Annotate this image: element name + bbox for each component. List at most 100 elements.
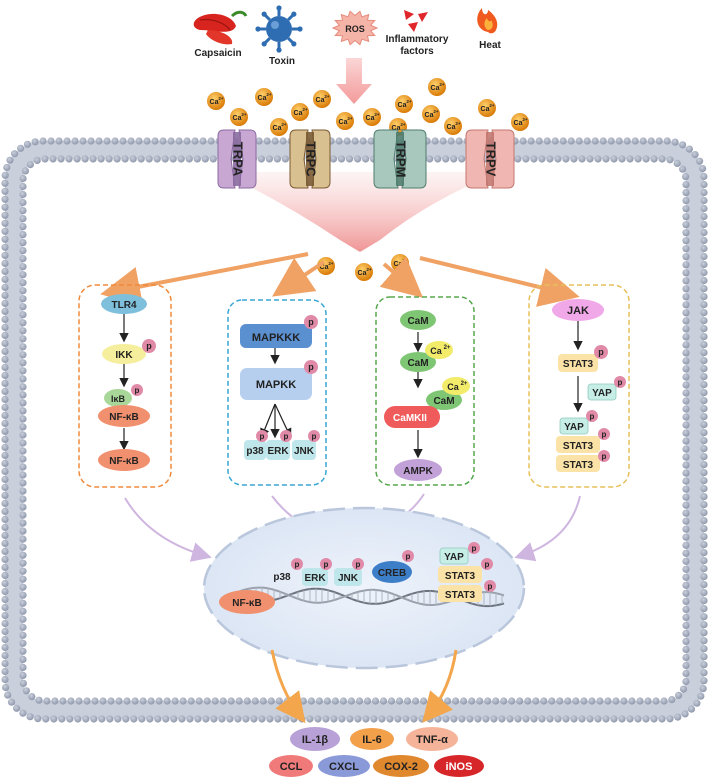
svg-text:Ca: Ca — [394, 261, 403, 268]
cam-bound-label: CaM — [407, 358, 428, 369]
nucleus-jnk-node — [334, 568, 362, 586]
nucleus-stat3-a-node — [438, 566, 482, 583]
channel-trpv: TRPV — [465, 129, 515, 189]
svg-text:p: p — [135, 386, 140, 395]
svg-text:2+: 2+ — [461, 381, 468, 387]
toxin-icon — [255, 5, 303, 53]
phospho-mapkkk: p — [304, 315, 318, 329]
phospho-erk: p — [280, 430, 292, 442]
phospho-stat3-b: p — [598, 450, 610, 462]
stimulus-arrow — [336, 58, 372, 104]
inos-node — [434, 755, 484, 777]
svg-text:2+: 2+ — [281, 122, 287, 127]
svg-text:p: p — [308, 362, 314, 372]
jnk-label: JNK — [294, 446, 315, 457]
svg-text:p: p — [260, 432, 265, 441]
svg-text:Ca: Ca — [366, 115, 375, 122]
nucleus-phospho-stat3-b: p — [484, 580, 496, 592]
svg-text:2+: 2+ — [444, 345, 451, 351]
nucleus-phospho-stat3-a: p — [481, 558, 493, 570]
tnfa-label: TNF-α — [416, 734, 448, 746]
channel-trpa: TRPA — [217, 129, 257, 189]
svg-text:2+: 2+ — [324, 94, 330, 99]
svg-text:TRPV: TRPV — [484, 142, 499, 177]
svg-text:2+: 2+ — [347, 116, 353, 121]
camkii-label: CaMKII — [393, 413, 427, 424]
il6-node — [350, 728, 394, 750]
channel-trpc: TRPC — [289, 129, 331, 189]
jak-pathway-box — [528, 284, 630, 488]
heat-label: Heat — [479, 40, 501, 51]
cam-pathway-box — [375, 296, 475, 486]
cam-bound-label-2: CaM — [433, 396, 454, 407]
phospho-p38: p — [256, 430, 268, 442]
creb-label: CREB — [378, 568, 406, 579]
ccl-label: CCL — [280, 761, 303, 773]
nucleus-stat3-b-label: STAT3 — [445, 590, 476, 601]
inflammatory-factors-icon — [404, 10, 428, 32]
stat3-dimer-a-label: STAT3 — [563, 441, 594, 452]
toxin-label: Toxin — [269, 56, 295, 67]
phospho-ikb: p — [131, 384, 143, 396]
nfkb-node — [98, 449, 150, 471]
jak-label: JAK — [567, 305, 589, 317]
erk-label: ERK — [267, 446, 289, 457]
svg-text:2+: 2+ — [400, 122, 406, 127]
cam-bound-node — [400, 352, 436, 372]
inflammatory-label-line2: factors — [400, 46, 434, 57]
nfkb-complex-label: NF-κB — [109, 412, 138, 423]
heat-icon — [477, 8, 498, 34]
mapk-pathway-box — [227, 299, 327, 486]
svg-text:2+: 2+ — [266, 92, 272, 97]
ampk-node — [394, 459, 442, 481]
stat3-dimer-b-label: STAT3 — [563, 460, 594, 471]
svg-text:p: p — [308, 317, 314, 327]
stat3-label: STAT3 — [563, 359, 594, 370]
ros-icon — [331, 10, 379, 46]
svg-text:2+: 2+ — [439, 82, 445, 87]
svg-text:Ca: Ca — [339, 119, 348, 126]
capsaicin-icon — [193, 10, 248, 45]
svg-text:Ca: Ca — [273, 125, 282, 132]
svg-text:2+: 2+ — [241, 112, 247, 117]
svg-text:p: p — [406, 552, 411, 561]
nucleus-stat3-b-node — [438, 585, 482, 602]
creb-node — [372, 561, 412, 583]
jnk-node — [292, 440, 316, 460]
svg-text:2+: 2+ — [522, 117, 528, 122]
svg-text:p: p — [284, 432, 289, 441]
phospho-ikk: p — [142, 339, 156, 353]
svg-text:Ca: Ca — [430, 346, 442, 356]
svg-text:p: p — [598, 347, 604, 357]
mapkk-label: MAPKK — [256, 379, 296, 391]
cam-bound-node-2 — [426, 390, 462, 410]
calcium-influx-funnel — [220, 172, 500, 252]
svg-text:TRPM: TRPM — [394, 141, 409, 178]
svg-text:Ca: Ca — [392, 125, 401, 132]
mapkkk-node — [240, 324, 312, 348]
svg-text:Ca: Ca — [258, 95, 267, 102]
cxcl-node — [318, 755, 370, 777]
svg-text:Ca: Ca — [233, 115, 242, 122]
svg-text:Ca: Ca — [294, 110, 303, 117]
svg-text:Ca: Ca — [425, 112, 434, 119]
phospho-yap: p — [586, 410, 598, 422]
svg-text:p: p — [146, 341, 152, 351]
nucleus-erk-label: ERK — [304, 573, 326, 584]
nucleus-yap-label: YAP — [444, 552, 464, 563]
svg-text:Ca: Ca — [431, 85, 440, 92]
svg-text:Ca: Ca — [398, 102, 407, 109]
signal-arrows — [119, 312, 583, 459]
cell-membrane — [1, 137, 708, 723]
stat3-node — [558, 354, 598, 372]
svg-text:p: p — [472, 544, 477, 553]
cxcl-label: CXCL — [329, 761, 359, 773]
mapkkk-label: MAPKKK — [252, 332, 300, 344]
svg-text:2+: 2+ — [402, 258, 408, 263]
svg-text:2+: 2+ — [218, 96, 224, 101]
nucleus-phospho-erk: p — [320, 558, 332, 570]
yap-free-node — [587, 383, 617, 401]
tnfa-node — [406, 727, 458, 751]
cam-node — [400, 310, 436, 330]
svg-text:2+: 2+ — [455, 121, 461, 126]
